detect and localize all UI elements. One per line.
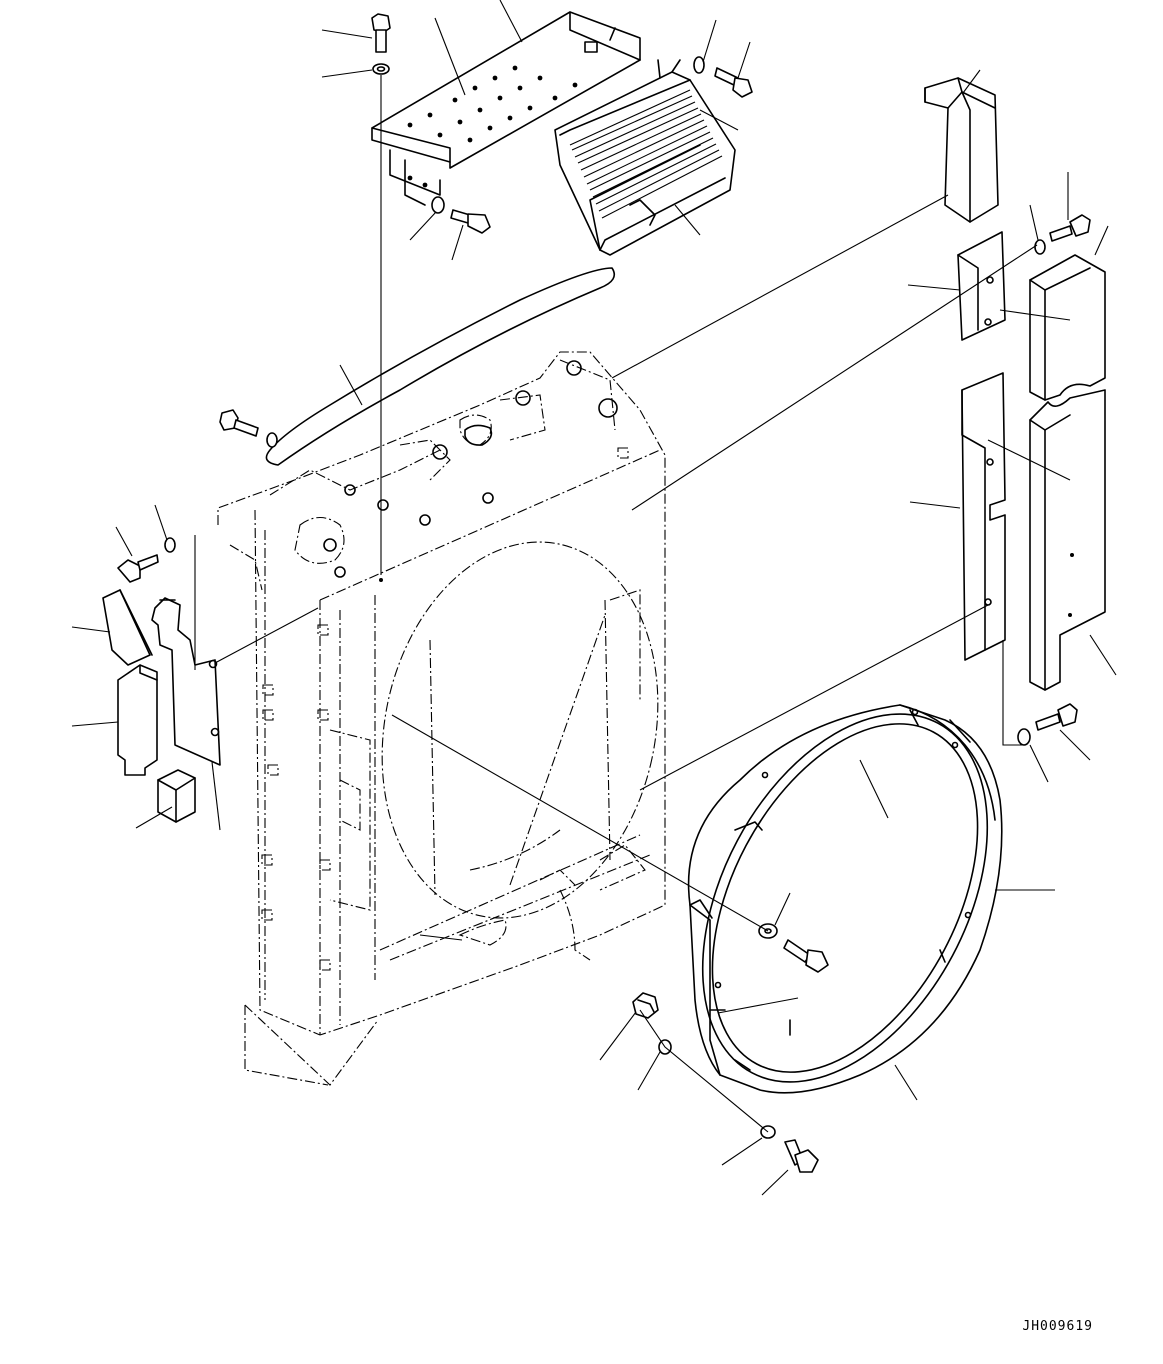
washer-right-top: [1035, 240, 1045, 254]
grille-guard: [555, 60, 735, 255]
bolt-right-top: [1050, 215, 1090, 241]
fasteners: [118, 14, 1090, 1172]
radiator-frame: [218, 352, 692, 1085]
drawing-number: JH009619: [1022, 1319, 1093, 1334]
right-foam-lower: [1030, 390, 1105, 690]
right-plate-tall: [962, 373, 1005, 660]
washer-top-right: [694, 57, 704, 73]
left-pad-upper: [103, 590, 152, 665]
right-duct-top: [925, 78, 998, 222]
nut-bottom: [633, 993, 658, 1018]
frame-nuts: [324, 361, 617, 577]
bolt-frame-left: [220, 410, 258, 436]
bolt-bracket: [451, 210, 490, 233]
bracket-holes: [407, 65, 578, 188]
bolt-right-lower: [1036, 704, 1077, 730]
bolt-bottom-right: [785, 1140, 818, 1172]
fan-ring: [644, 666, 1045, 1130]
left-block: [158, 770, 195, 822]
bolt-ring-center: [784, 940, 828, 972]
washer-right-lower: [1018, 729, 1030, 745]
washer-left-side: [165, 538, 175, 552]
seal-strip: [266, 268, 614, 465]
bolt-left-side: [118, 555, 158, 582]
washer-top: [373, 64, 389, 74]
washer-frame-left: [267, 433, 277, 447]
grille-bars: [570, 90, 722, 218]
top-bracket: [372, 12, 640, 205]
bolt-top-right: [715, 68, 752, 97]
right-plate-small: [958, 232, 1005, 340]
right-foam-upper: [1030, 255, 1105, 400]
left-bracket: [152, 598, 220, 765]
bolt-top-vertical: [372, 14, 390, 52]
leader-lines: [72, 0, 1116, 1195]
left-pad-lower: [118, 665, 157, 775]
center-lines: [215, 75, 1037, 1132]
washer-bracket: [432, 197, 444, 213]
